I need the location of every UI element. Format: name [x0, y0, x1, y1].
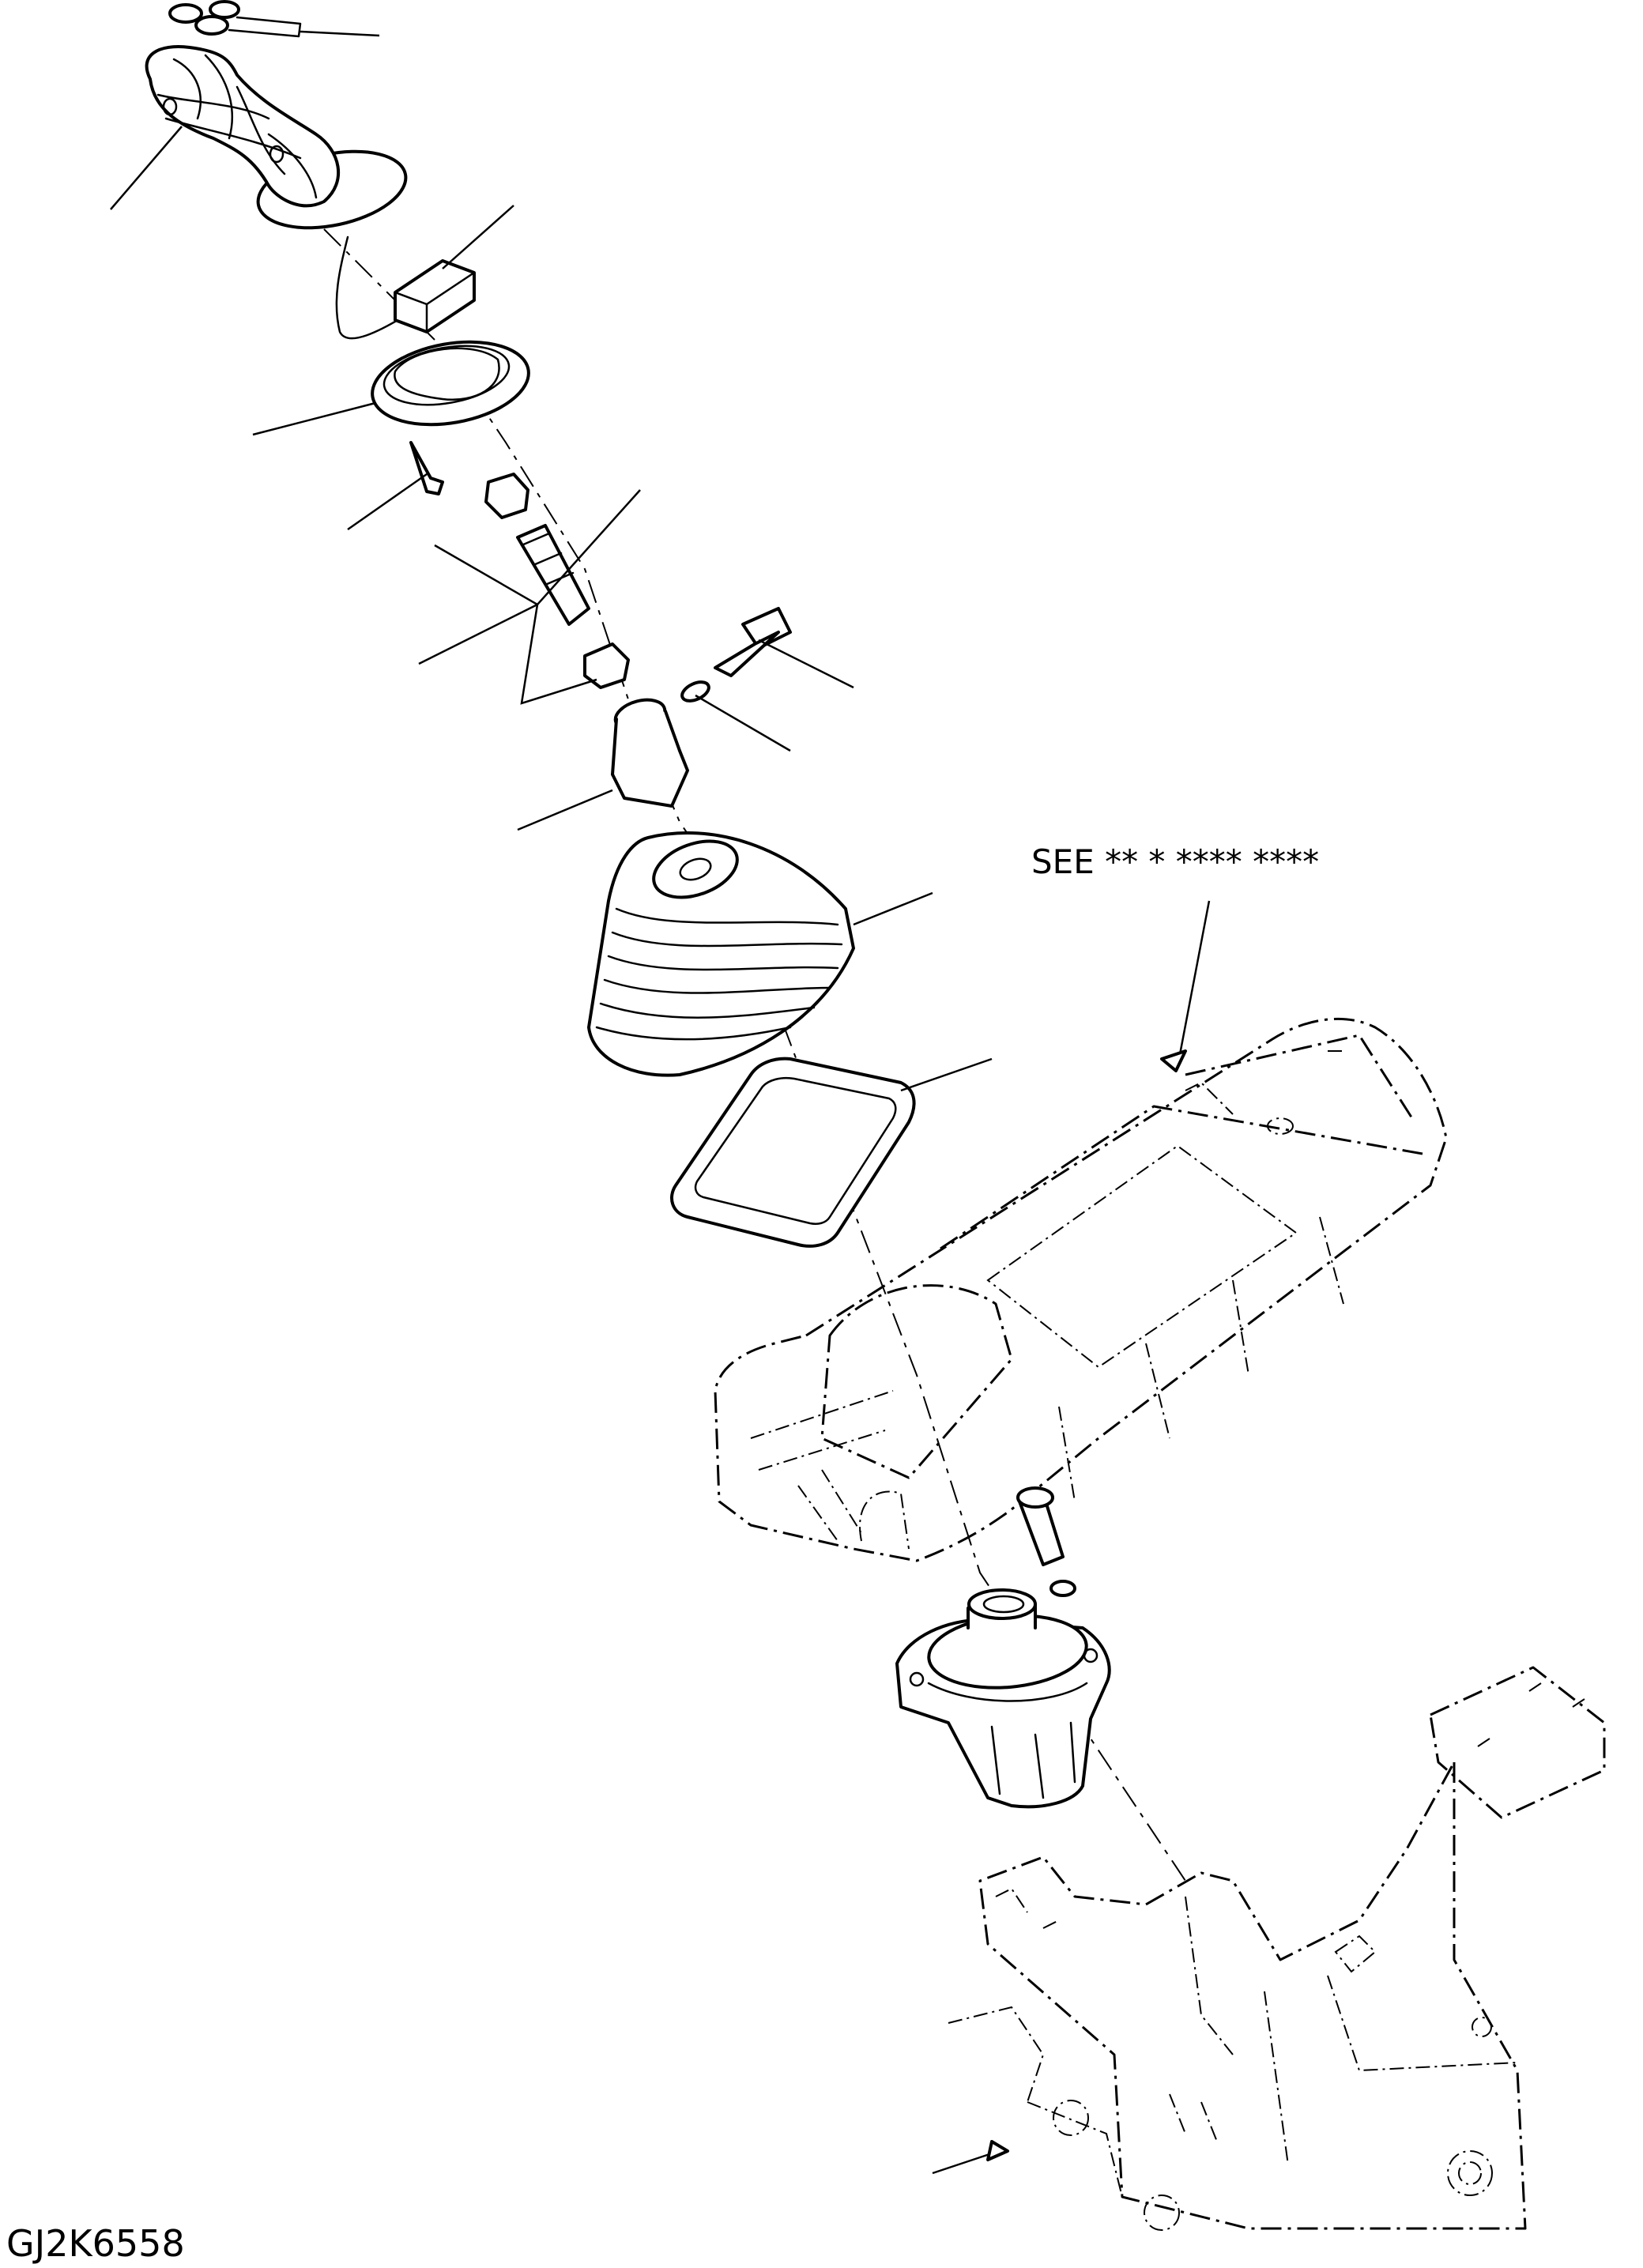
- small-fasteners: [409, 441, 630, 689]
- joystick-grip: [145, 45, 408, 230]
- console-phantom: [714, 1017, 1448, 1562]
- mounting-plate: [371, 340, 530, 427]
- top-buttons: [168, 0, 302, 38]
- bolt-and-washer: [680, 607, 792, 703]
- connector-harness: [335, 235, 476, 340]
- leader-lines: [110, 30, 1211, 2175]
- reference-label: SEE ** * **** ****: [1031, 842, 1319, 881]
- bracket-phantom: [948, 1666, 1606, 2231]
- lever-socket: [611, 698, 689, 808]
- boot-frame: [670, 1057, 916, 1248]
- rubber-boot: [587, 831, 855, 1077]
- control-valve: [895, 1486, 1111, 1809]
- drawing-code: GJ2K6558: [6, 2222, 185, 2265]
